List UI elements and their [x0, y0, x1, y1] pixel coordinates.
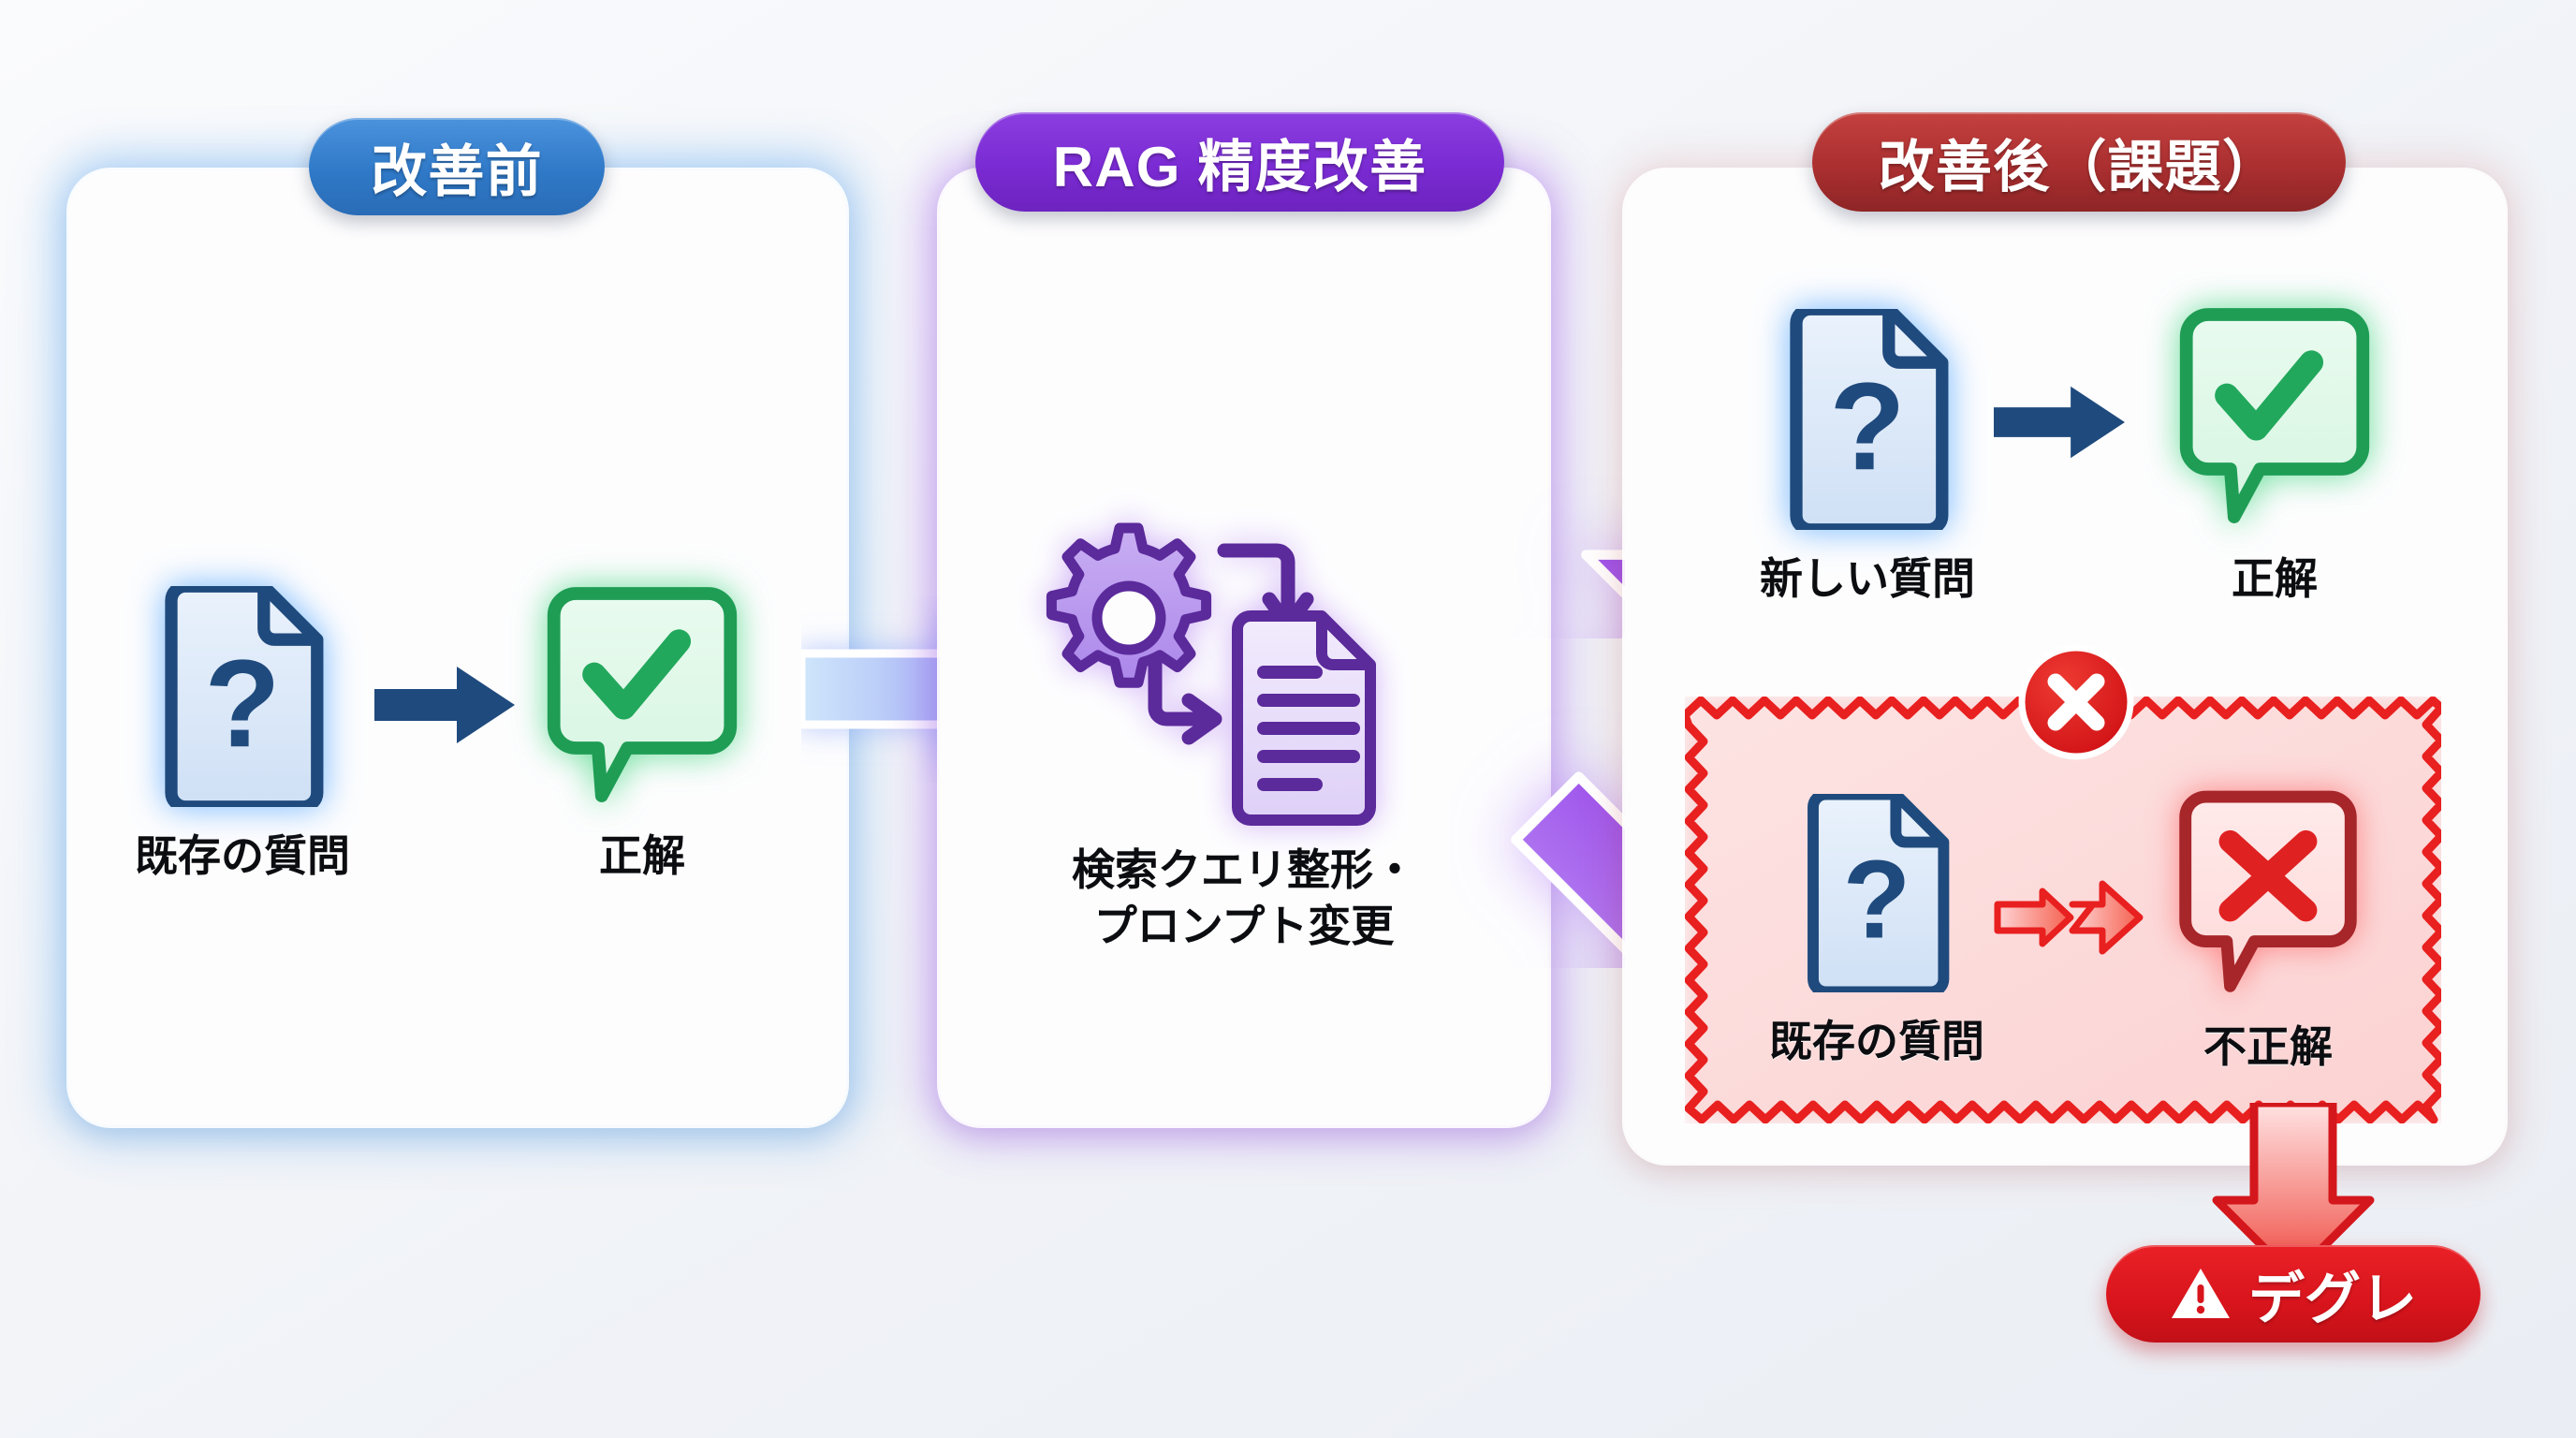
alert-wrong-answer-label: 不正解: [2203, 1022, 2333, 1071]
degrade-label: デグレ: [2248, 1267, 2417, 1330]
alert-existing-question-label: 既存の質問: [1769, 1017, 1984, 1065]
after-correct-answer-node: 正解: [2172, 305, 2378, 607]
rag-caption-line2: プロンプト変更: [1093, 901, 1395, 950]
svg-text:?: ?: [1843, 838, 1911, 962]
before-question-label: 既存の質問: [135, 831, 350, 880]
before-answer-node: 正解: [539, 586, 745, 884]
panel-rag-badge: RAG 精度改善: [975, 112, 1504, 212]
document-lines-icon: [1232, 610, 1376, 826]
speech-bubble-check-icon: [547, 587, 738, 802]
connector-alert-to-degrade: [2212, 1103, 2375, 1281]
after-new-question-label: 新しい質問: [1760, 554, 1975, 603]
before-answer-label: 正解: [599, 831, 685, 880]
warning-triangle-icon: [2172, 1269, 2230, 1318]
after-new-question-node: ? 新しい質問: [1760, 309, 1975, 607]
arrow-right-outline-icon: [1994, 880, 2144, 955]
rag-caption: 検索クエリ整形・ プロンプト変更: [940, 843, 1548, 955]
rag-process-group: [1046, 522, 1376, 826]
curved-arrow-icon: [1148, 543, 1314, 745]
panel-after-badge: 改善後（課題）: [1812, 112, 2346, 212]
speech-bubble-check-icon: [2179, 308, 2370, 523]
document-question-icon: ?: [1808, 794, 1950, 992]
svg-text:?: ?: [1829, 358, 1905, 496]
degrade-badge: デグレ: [2106, 1245, 2481, 1343]
arrow-right-icon: [1994, 386, 2125, 459]
after-correct-answer-label: 正解: [2232, 554, 2318, 603]
speech-bubble-cross-icon: [2179, 790, 2357, 992]
panel-before-badge: 改善前: [309, 118, 605, 215]
arrow-right-icon: [374, 667, 515, 743]
rag-caption-line1: 検索クエリ整形・: [1072, 845, 1416, 894]
before-question-node: ? 既存の質問: [135, 586, 350, 884]
circle-cross-icon: [2018, 644, 2134, 760]
gear-icon: [1046, 522, 1212, 688]
alert-wrong-answer-node: 不正解: [2172, 788, 2364, 1075]
document-question-icon: ?: [165, 586, 324, 807]
alert-existing-question-node: ? 既存の質問: [1769, 794, 1984, 1069]
svg-text:?: ?: [204, 635, 280, 773]
document-question-icon: ?: [1790, 309, 1949, 530]
